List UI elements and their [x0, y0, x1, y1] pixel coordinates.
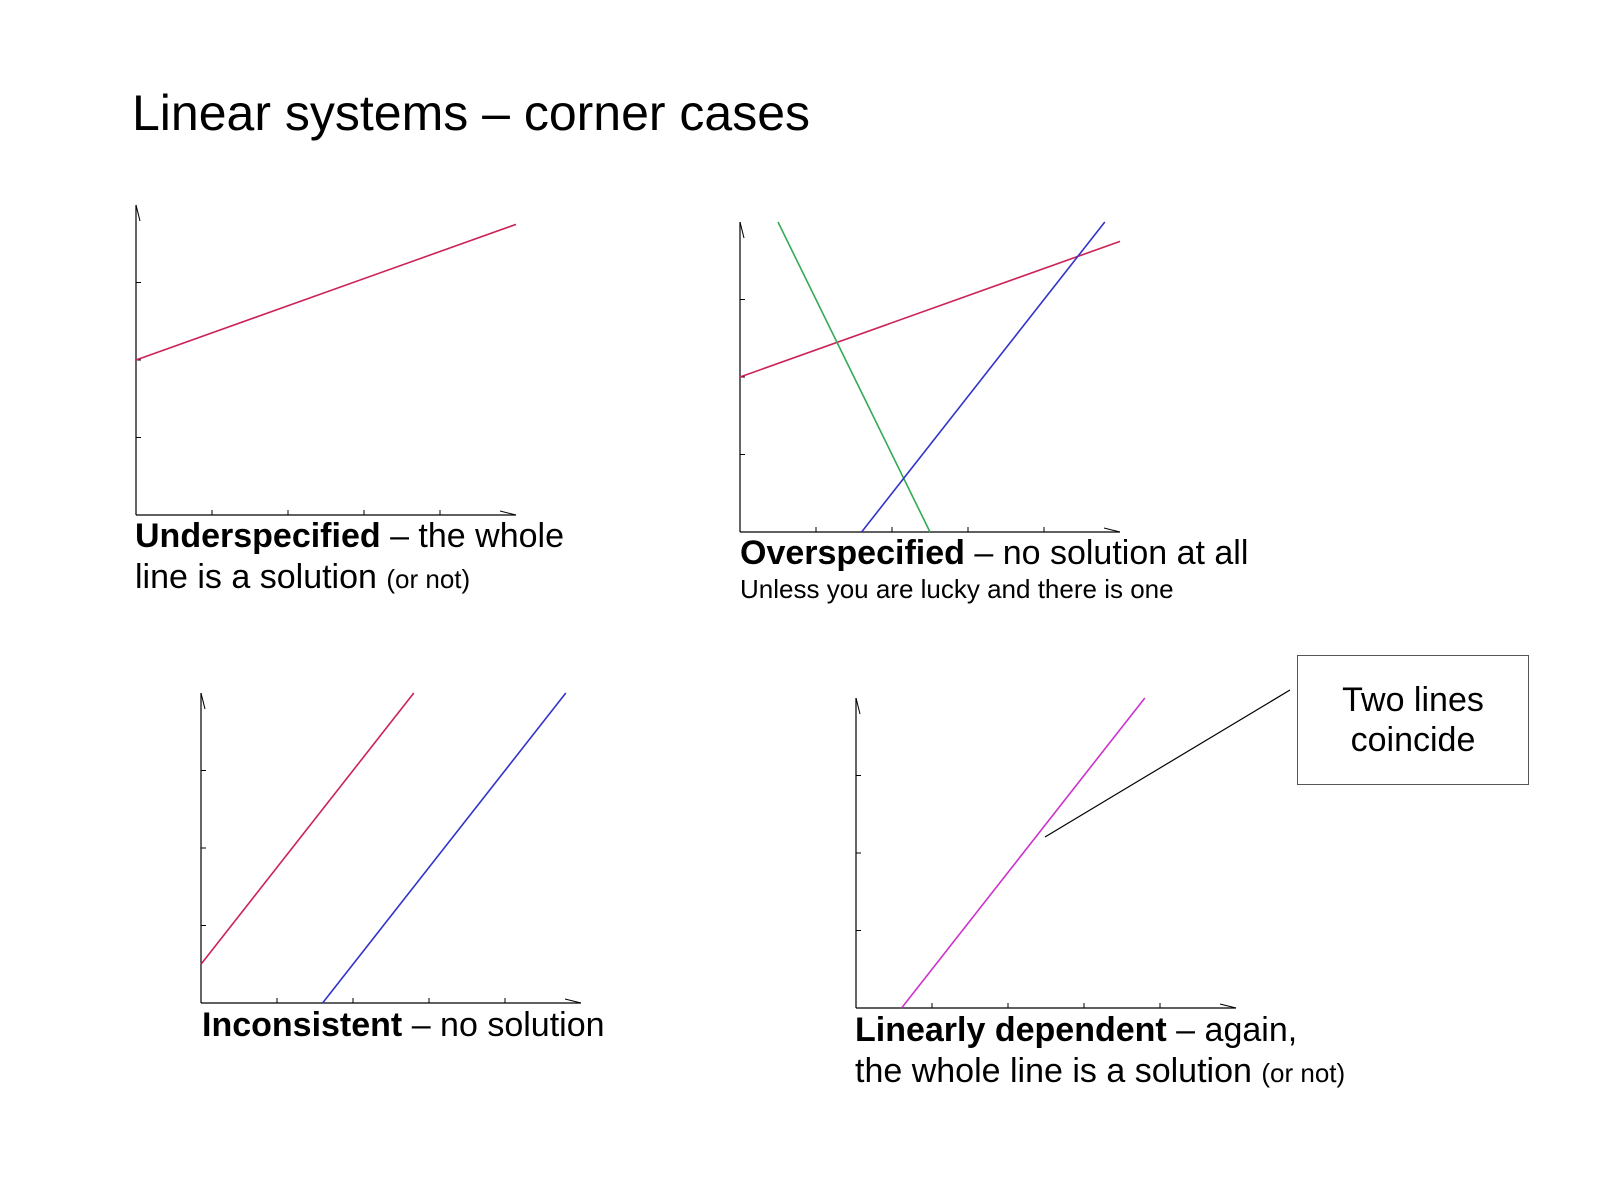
- magenta-series-line: [900, 697, 1146, 1009]
- underspecified-caption: Underspecified – the whole line is a sol…: [135, 516, 564, 600]
- x-axis-arrow: [499, 510, 517, 516]
- caption-text: – again,: [1166, 1011, 1298, 1049]
- overspecified-caption: Overspecified – no solution at all Unles…: [740, 533, 1248, 604]
- caption-note: (or not): [1261, 1058, 1346, 1088]
- overspecified-chart: [739, 221, 1121, 533]
- y-axis-arrow: [739, 221, 745, 239]
- caption-text-line2: line is a solution: [135, 558, 387, 596]
- x-axis-arrow: [1219, 1003, 1237, 1009]
- caption-term: Overspecified: [740, 534, 965, 572]
- y-axis-arrow: [200, 692, 206, 710]
- y-axis-arrow: [855, 697, 861, 715]
- caption-text: – the whole: [380, 517, 564, 555]
- linearly-dependent-chart: [855, 697, 1237, 1009]
- caption-text: – no solution: [402, 1006, 605, 1044]
- inconsistent-chart: [200, 692, 582, 1004]
- x-axis-arrow: [564, 998, 582, 1004]
- caption-text-line2: the whole line is a solution: [855, 1052, 1262, 1090]
- caption-term: Underspecified: [135, 517, 381, 555]
- underspecified-chart: [135, 204, 517, 516]
- red-series-line: [200, 692, 415, 965]
- callout-box: Two lines coincide: [1297, 655, 1529, 785]
- callout-text: Two lines coincide: [1342, 681, 1484, 759]
- caption-subtext: Unless you are lucky and there is one: [740, 574, 1174, 604]
- blue-series-line: [860, 221, 1106, 533]
- x-axis-arrow: [1103, 527, 1121, 533]
- green-series-line: [777, 221, 931, 533]
- inconsistent-caption: Inconsistent – no solution: [202, 1005, 605, 1046]
- linearly-dependent-caption: Linearly dependent – again, the whole li…: [855, 1010, 1345, 1094]
- caption-term: Linearly dependent: [855, 1011, 1167, 1049]
- caption-term: Inconsistent: [202, 1006, 403, 1044]
- y-axis-arrow: [135, 204, 141, 222]
- blue-series-line: [321, 692, 567, 1004]
- slide-title: Linear systems – corner cases: [132, 85, 811, 141]
- red-series-line: [739, 240, 1121, 378]
- caption-text: – no solution at all: [964, 534, 1249, 572]
- caption-note: (or not): [386, 564, 471, 594]
- red-series-line: [135, 223, 517, 361]
